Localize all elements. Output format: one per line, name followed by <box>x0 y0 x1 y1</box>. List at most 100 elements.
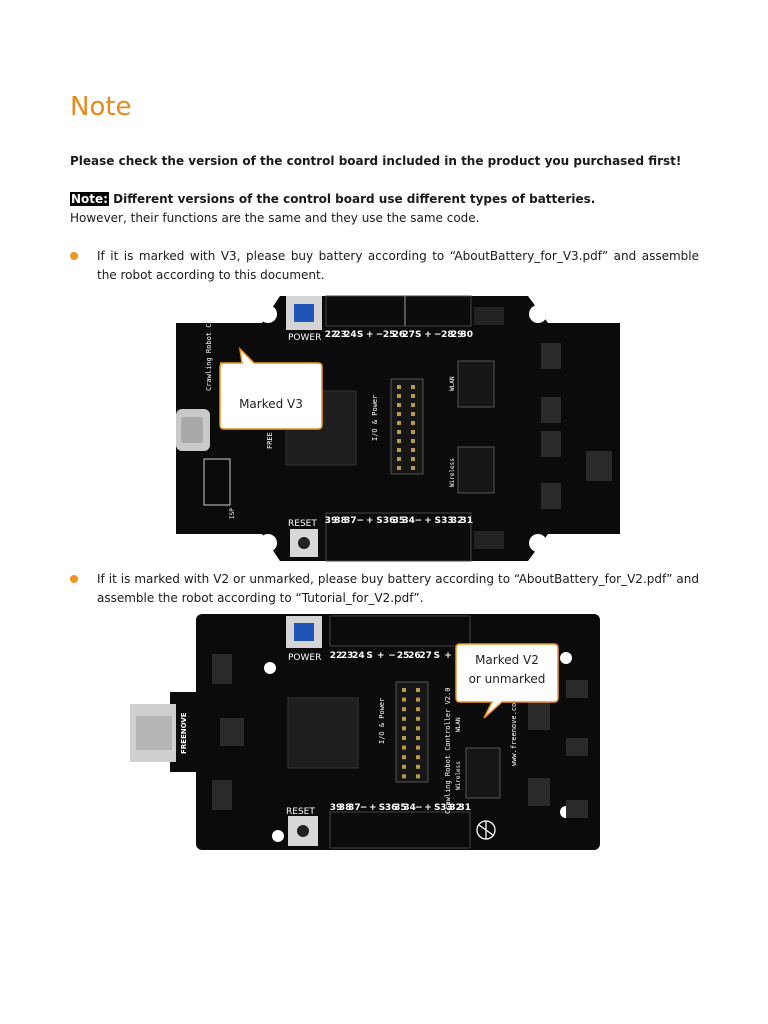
board-v2-bottom-headers <box>329 811 471 849</box>
board-v3-wlan-header <box>457 360 495 408</box>
board-v2-io-pin-19 <box>416 774 420 779</box>
intro-text: Please check the version of the control … <box>70 154 682 168</box>
board-v2-io-pin-14 <box>402 755 406 760</box>
board-v3-top-pin-label-7: 26 <box>393 330 406 340</box>
board-v3-bottom-pin-label-8: 34 <box>402 516 415 526</box>
board-v2-usb-port-inner <box>136 716 172 750</box>
board-v3-io-pin-10 <box>397 430 401 434</box>
board-v2-io-pin-11 <box>416 736 420 740</box>
board-v2-io-pin-16 <box>402 764 406 769</box>
board-v3-regulator <box>586 451 612 481</box>
board-v2-regulator-1 <box>212 654 232 684</box>
note-followup: However, their functions are the same an… <box>70 211 480 225</box>
board-v2-callout-line2: or unmarked <box>469 672 546 686</box>
board-v2-io-pin-5 <box>416 707 420 712</box>
board-v3-io-pin-18 <box>397 466 401 470</box>
board-v2-top-pin-label-2: 24 <box>352 651 365 661</box>
board-v3-mosfet-3 <box>541 431 561 457</box>
board-v3-bottom-pin-label-5: S <box>376 516 382 526</box>
board-v3-io-pin-13 <box>411 439 415 443</box>
board-v2-website: www.freenove.com <box>510 699 518 766</box>
board-v3-top-pin-label-2: 24 <box>344 330 357 340</box>
board-v3-bottom-pin-label-4: + <box>366 516 374 526</box>
board-v2-io-pin-9 <box>416 726 420 731</box>
board-v2-io-pin-4 <box>402 707 406 712</box>
board-v2-top-pin-label-4: + <box>377 651 385 661</box>
board-v3-callout-text: Marked V3 <box>239 397 303 411</box>
board-v2-io-pin-12 <box>402 745 406 750</box>
board-v3-usb-port-inner <box>181 417 203 443</box>
board-v3-io-pin-4 <box>397 403 401 407</box>
board-v3-io-pin-12 <box>397 439 401 443</box>
board-v2-logo-mark <box>476 820 496 840</box>
board-v3-wireless-label: Wireless <box>449 458 456 487</box>
board-v3-wireless-header <box>457 446 495 494</box>
board-v3-io-pin-19 <box>411 466 415 470</box>
board-v3-top-pin-label-12: 28 <box>441 330 454 340</box>
board-v3-mosfet-2 <box>541 397 561 423</box>
bullet-v2-text: If it is marked with V2 or unmarked, ple… <box>97 572 699 605</box>
board-v3-io-pin-3 <box>411 394 415 398</box>
board-v2-top-pin-label-1: 23 <box>341 651 354 661</box>
board-v3-bottom-headers <box>325 512 472 562</box>
board-v2-io-pins <box>402 688 420 779</box>
board-v3-callout: Marked V3 <box>219 346 323 430</box>
board-v2-io-label: I/O & Power <box>378 698 386 744</box>
board-v3-io-label: I/O & Power <box>371 395 379 441</box>
board-v3-free-label: FREE <box>266 432 274 449</box>
board-v2-top-pin-label-6: 25 <box>397 651 410 661</box>
board-v3-io-header <box>390 378 424 475</box>
board-v2-io-pin-7 <box>416 716 420 721</box>
board-v2-bottom-pin-label-13: 32 <box>449 803 462 813</box>
board-v2-io-pin-0 <box>402 688 406 692</box>
board-v3-bottom-pin-label-3: − <box>356 516 364 526</box>
board-v3-io-pin-6 <box>397 412 401 416</box>
note-text: Different versions of the control board … <box>108 192 596 206</box>
board-v2-bottom-pin-label-1: 38 <box>339 803 352 813</box>
board-v2-bottom-pin-label-5: S <box>379 803 385 813</box>
board-v3-bottom-pin-label-1: 38 <box>334 516 347 526</box>
board-v2-hole-tl <box>264 662 276 674</box>
board-v2-hole-bl <box>272 830 284 842</box>
board-v2-mosfet-1 <box>528 702 550 730</box>
board-v2-top-pin-label-9: S <box>434 651 440 661</box>
board-v2-power-label: POWER <box>288 653 321 663</box>
board-v2-wireless-header <box>465 747 501 799</box>
board-v3-top-pin-label-13: 29 <box>451 330 464 340</box>
board-v2-wireless-label: Wireless <box>455 761 462 790</box>
board-v3-reset-knob <box>298 537 310 549</box>
board-v3-top-pin-label-3: S <box>357 330 363 340</box>
bullet-dot-v3 <box>70 252 78 260</box>
board-v3-bottom-pin-label-11: S <box>434 516 440 526</box>
board-v2-bottom-pin-label-11: S <box>434 803 440 813</box>
board-v3-hole-tl <box>259 305 277 323</box>
board-v2-hole-tr <box>560 652 572 664</box>
board-v2-mosfet-4 <box>566 738 588 756</box>
board-v2-io-header <box>395 681 429 783</box>
board-v3-top-pin-label-0: 22 <box>325 330 338 340</box>
board-v2-top-pin-label-10: + <box>444 651 452 661</box>
board-v3-io-pin-9 <box>411 421 415 425</box>
board-v3-mosfet-1 <box>541 343 561 369</box>
board-v3-top-pin-label-10: + <box>424 330 432 340</box>
board-v3-io-pin-17 <box>411 457 415 461</box>
board-v2-io-pin-10 <box>402 736 406 740</box>
page-heading: Note <box>70 92 132 122</box>
board-v2-bottom-pin-label-7: 35 <box>394 803 407 813</box>
board-v3-top-pin-label-1: 23 <box>334 330 347 340</box>
board-v2-bottom-pin-label-9: − <box>415 803 423 813</box>
board-v3-hole-bl <box>259 534 277 552</box>
board-v3-power-switch-knob <box>294 304 314 322</box>
board-v3-reset-label: RESET <box>288 519 317 529</box>
board-v2-reset-knob <box>297 825 309 837</box>
board-v3-io-pin-15 <box>411 448 415 452</box>
board-v3-io-pin-2 <box>397 394 401 398</box>
board-v3-version-text: Crawling Robot Controller V3.0 <box>205 291 213 391</box>
board-v2-power-switch-knob <box>294 623 314 641</box>
board-v2-usb-chip <box>220 718 244 746</box>
board-v3-bottom-pin-label-9: − <box>415 516 423 526</box>
board-v2-io-pin-3 <box>416 697 420 702</box>
